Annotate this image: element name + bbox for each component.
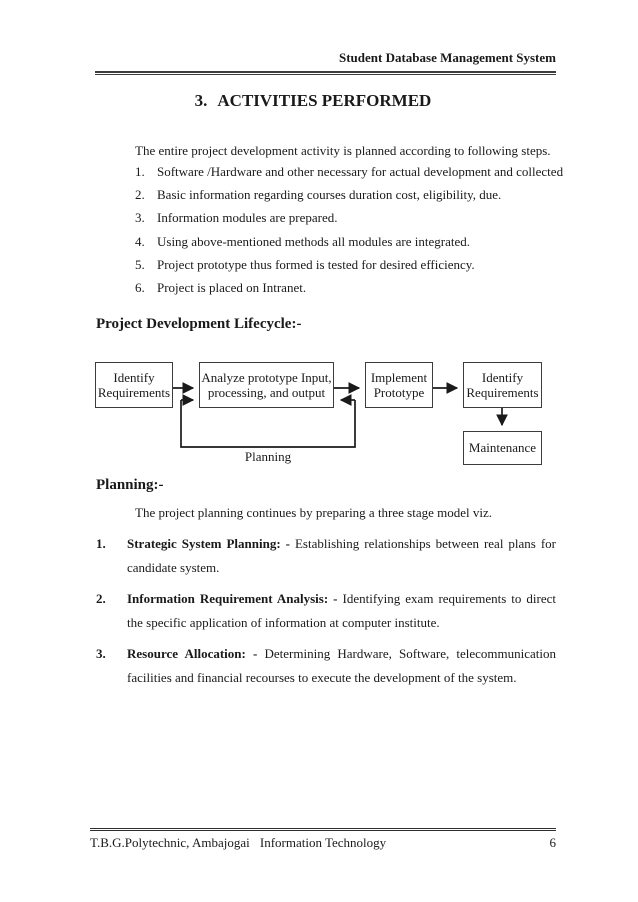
diagram-box-identify-requirements-1: Identify Requirements [95, 362, 173, 408]
diagram-box-identify-requirements-2: Identify Requirements [463, 362, 542, 408]
planning-intro: The project planning continues by prepar… [135, 505, 493, 520]
planning-item: 3. Resource Allocation: - Determining Ha… [96, 642, 556, 690]
lifecycle-heading: Project Development Lifecycle:- [96, 316, 302, 332]
step-text: Project is placed on Intranet. [157, 279, 307, 295]
section-title-text: ACTIVITIES PERFORMED [217, 91, 432, 110]
steps-list: 1. Software /Hardware and other necessar… [135, 164, 565, 303]
planning-item-number: 2. [96, 591, 106, 606]
step-item: 3. Information modules are prepared. [135, 210, 565, 233]
step-text: Using above-mentioned methods all module… [157, 233, 470, 249]
step-number: 3. [135, 210, 145, 226]
step-number: 6. [135, 279, 145, 295]
planning-item-body: Information Requirement Analysis: - Iden… [127, 587, 556, 635]
step-number: 5. [135, 256, 145, 272]
header-double-rule [95, 71, 556, 75]
intro-paragraph: The entire project development activity … [135, 143, 551, 158]
footer-double-rule [90, 828, 556, 831]
diagram-box-maintenance: Maintenance [463, 431, 542, 465]
diagram-box-analyze-prototype: Analyze prototype Input, processing, and… [199, 362, 334, 408]
planning-item-body: Strategic System Planning: - Establishin… [127, 532, 556, 580]
step-item: 2. Basic information regarding courses d… [135, 187, 565, 210]
planning-item: 1. Strategic System Planning: - Establis… [96, 532, 556, 580]
planning-loop-label: Planning [244, 449, 292, 464]
step-text: Information modules are prepared. [157, 210, 338, 226]
section-title: 3. ACTIVITIES PERFORMED [96, 91, 556, 111]
planning-item-lead: Resource Allocation: - [127, 646, 258, 661]
step-text: Software /Hardware and other necessary f… [157, 164, 564, 179]
planning-item-number: 3. [96, 646, 106, 661]
step-item: 1. Software /Hardware and other necessar… [135, 164, 565, 187]
planning-list: 1. Strategic System Planning: - Establis… [96, 532, 556, 697]
planning-item-text: Identifying exam requirements to direct … [127, 591, 557, 630]
planning-heading: Planning:- [96, 477, 164, 493]
section-title-number: 3. [194, 91, 208, 110]
step-item: 5. Project prototype thus formed is test… [135, 257, 565, 280]
planning-item-lead: Information Requirement Analysis: - [127, 591, 338, 606]
diagram-box-implement-prototype: Implement Prototype [365, 362, 433, 408]
footer-institution: T.B.G.Polytechnic, Ambajogai [90, 835, 250, 850]
step-text: Project prototype thus formed is tested … [157, 256, 475, 272]
planning-feedback-loop [180, 400, 356, 448]
planning-item-text: Establishing relationships between real … [127, 536, 556, 575]
planning-item-number: 1. [96, 536, 106, 551]
diagram-arrows [173, 382, 508, 448]
step-text: Basic information regarding courses dura… [157, 187, 502, 203]
planning-item-body: Resource Allocation: - Determining Hardw… [127, 642, 556, 690]
step-item: 4. Using above-mentioned methods all mod… [135, 234, 565, 257]
step-number: 2. [135, 187, 145, 203]
step-number: 4. [135, 233, 145, 249]
step-number: 1. [135, 164, 145, 179]
lifecycle-diagram: Identify Requirements Analyze prototype … [0, 355, 638, 473]
planning-item-text: Determining Hardware, Software, telecomm… [127, 646, 557, 685]
planning-item: 2. Information Requirement Analysis: - I… [96, 587, 556, 635]
step-item: 6. Project is placed on Intranet. [135, 280, 565, 303]
page-footer: T.B.G.Polytechnic, Ambajogai Information… [90, 835, 556, 851]
footer-page-number: 6 [549, 835, 557, 850]
page-header-title: Student Database Management System [338, 50, 556, 65]
footer-department: Information Technology [259, 835, 387, 850]
planning-item-lead: Strategic System Planning: - [127, 536, 290, 551]
